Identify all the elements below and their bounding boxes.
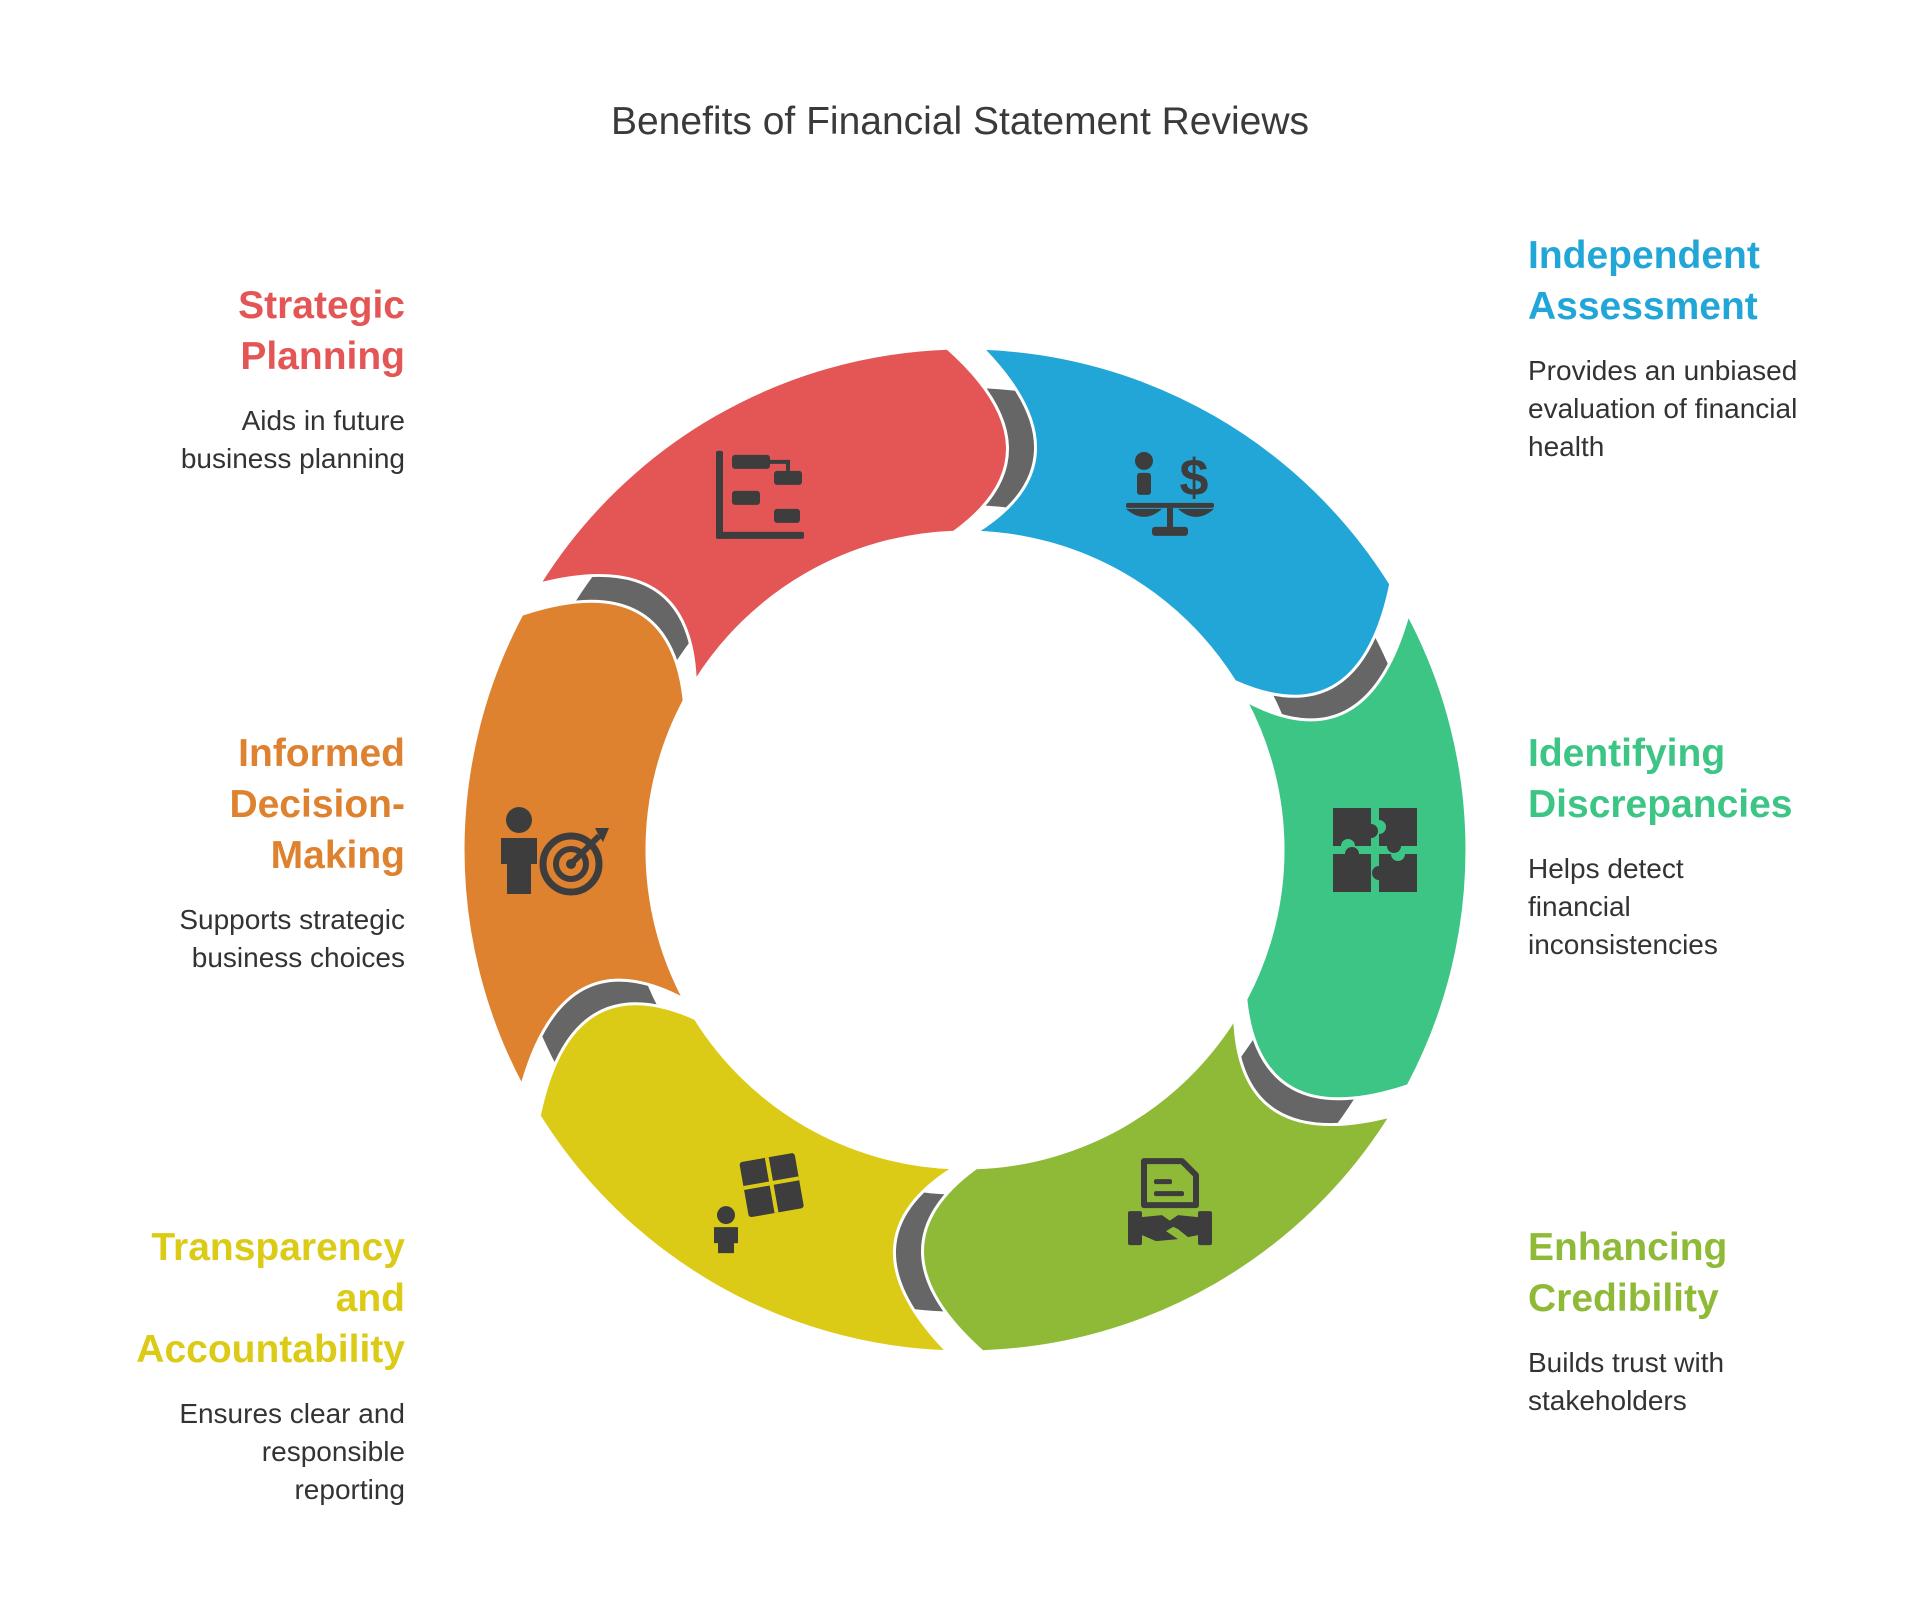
item-description: Builds trust with stakeholders <box>1528 1347 1725 1416</box>
item-informed-decision-making: Informed Decision-Making Supports strate… <box>5 728 405 977</box>
segment-transparency <box>537 1002 956 1354</box>
item-title: Identifying Discrepancies <box>1528 732 1793 826</box>
item-independent-assessment: Independent Assessment Provides an unbia… <box>1528 230 1920 466</box>
handshake-document-icon <box>1128 1158 1212 1246</box>
item-strategic-planning: Strategic Planning Aids in future busine… <box>5 280 405 478</box>
item-description: Aids in future business planning <box>180 405 405 474</box>
scale-person-dollar-icon: $ <box>1126 449 1214 536</box>
item-title: Transparency and Accountability <box>136 1226 405 1371</box>
segment-shape <box>537 346 1009 683</box>
segments-group: $ <box>461 346 1469 1354</box>
person-target-icon <box>501 807 609 896</box>
segment-shape <box>461 599 686 1088</box>
item-identifying-discrepancies: Identifying Discrepancies Helps detect f… <box>1528 728 1920 964</box>
item-description: Helps detect financial inconsistencies <box>1528 853 1718 960</box>
segment-decision <box>461 599 686 1088</box>
item-enhancing-credibility: Enhancing Credibility Builds trust with … <box>1528 1222 1920 1420</box>
svg-text:$: $ <box>1180 449 1209 507</box>
item-transparency-accountability: Transparency and Accountability Ensures … <box>5 1222 405 1509</box>
puzzle-icon <box>1333 808 1417 892</box>
diagram-title: Benefits of Financial Statement Reviews <box>610 100 1309 143</box>
person-box-icon <box>714 1153 804 1254</box>
item-title: Strategic Planning <box>238 284 405 378</box>
segment-independent: $ <box>974 346 1393 698</box>
segment-shape <box>921 1017 1393 1354</box>
item-description: Supports strategic business choices <box>179 904 405 973</box>
segment-credibility <box>921 1017 1393 1354</box>
item-title: Independent Assessment <box>1528 234 1760 328</box>
item-title: Informed Decision-Making <box>229 732 405 877</box>
segment-discrepancies <box>1244 612 1469 1101</box>
item-description: Provides an unbiased evaluation of finan… <box>1528 355 1798 462</box>
gantt-chart-icon <box>716 450 804 539</box>
segment-strategic <box>537 346 1009 683</box>
item-title: Enhancing Credibility <box>1528 1226 1728 1320</box>
segment-shape <box>974 346 1393 698</box>
item-description: Ensures clear and responsible reporting <box>179 1398 405 1505</box>
